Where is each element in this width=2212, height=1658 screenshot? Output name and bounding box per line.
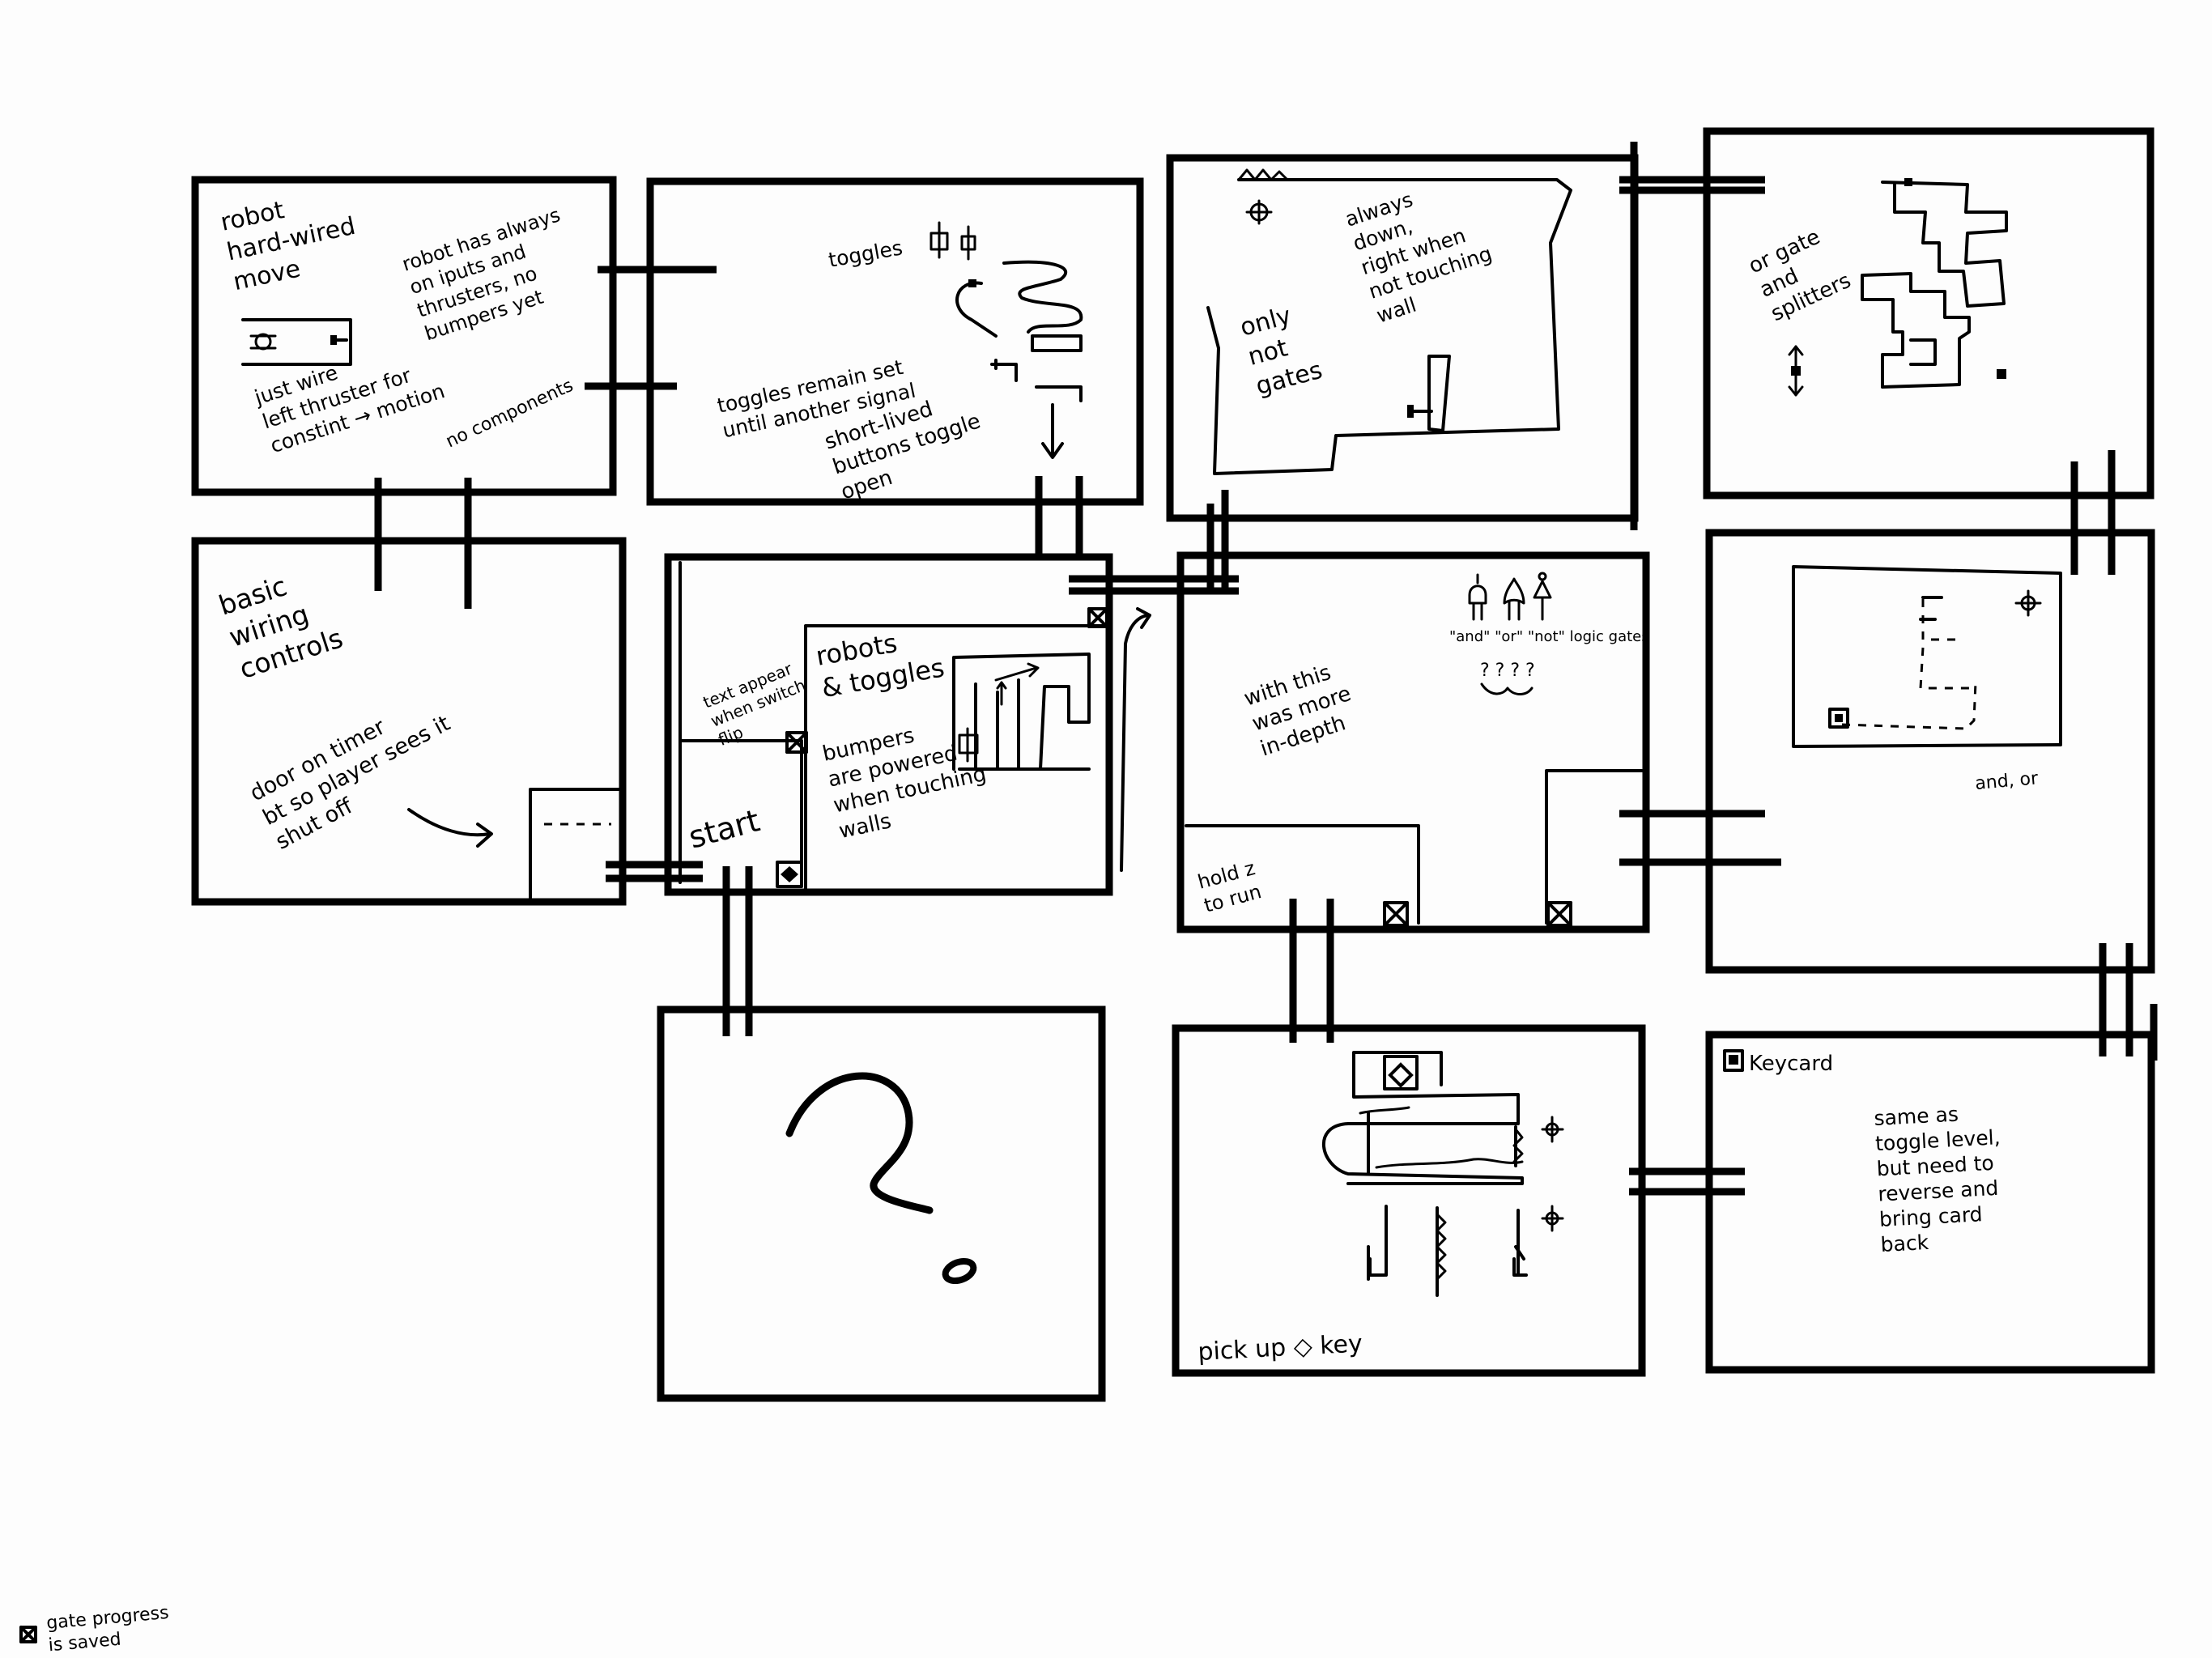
start-inner-walls xyxy=(678,624,1111,892)
logic-gates-walls xyxy=(1185,769,1644,925)
room-basic-wiring-content: basicwiringcontrols door on timerbt so p… xyxy=(215,559,621,900)
room-or-gate xyxy=(1703,127,2155,500)
and-or-inner-room xyxy=(1792,565,2062,748)
not-gate-icon xyxy=(1533,572,1552,621)
toggles-track-sketch xyxy=(1002,260,1083,334)
thruster-icon xyxy=(330,335,348,345)
room-key-content: pick up ◇ key xyxy=(1197,1051,1564,1367)
start-label: start xyxy=(685,802,764,855)
legend: gate progressis saved xyxy=(19,1603,172,1656)
and-or-note: and, or xyxy=(1974,768,2040,794)
keycard-title: Keycard xyxy=(1749,1052,1833,1076)
room-not-gates-content: onlynotgates alwaysdown,right whennot to… xyxy=(1206,168,1572,475)
thruster-icon xyxy=(1407,405,1414,418)
logic-gates-note: with thiswas morein-depth xyxy=(1241,657,1363,761)
room-start-content: start text appearwhen switchflip robots&… xyxy=(678,561,1151,892)
robot-room-title: robothard-wiredmove xyxy=(218,182,364,296)
room-mystery xyxy=(657,1005,1106,1402)
toggles-room-title: toggles xyxy=(827,236,904,272)
not-gates-wall-sketch xyxy=(1206,178,1572,475)
start-note-text: text appearwhen switchflip xyxy=(700,657,816,750)
bumper-icon xyxy=(1541,1205,1564,1232)
splitter-icon xyxy=(1788,345,1804,397)
room-toggles xyxy=(646,177,1144,506)
logic-gates-questions: ? ? ? ? xyxy=(1480,661,1535,681)
and-gate-icon xyxy=(1468,573,1487,621)
bumper-icon xyxy=(2014,589,2042,617)
robot-room-note-right: robot has alwayson iputs andthrusters, n… xyxy=(399,203,585,345)
room-toggles-content: toggles toggles remain setuntil another … xyxy=(715,221,1083,504)
start-maze-sketch xyxy=(952,653,1091,771)
or-gate-maze-sketch xyxy=(1881,181,2008,308)
basic-wiring-note: door on timerbt so player sees itshut of… xyxy=(246,687,467,855)
room-keycard-content: Keycard same astoggle level,but need tor… xyxy=(1723,1049,2006,1256)
question-mark-dot xyxy=(942,1257,977,1285)
gate-box-icon xyxy=(785,731,808,754)
key-room-sketch xyxy=(1322,1051,1524,1185)
robot-icon xyxy=(1245,199,1273,225)
keycard-icon xyxy=(1723,1049,1744,1072)
room-basic-wiring xyxy=(191,537,627,906)
gate-box-icon xyxy=(1383,901,1409,927)
room-robot-hardwired xyxy=(191,176,617,496)
room-or-gate-content: or gateandsplitters xyxy=(1745,178,2008,397)
room-connectors xyxy=(374,142,2158,1196)
toggle-node xyxy=(968,279,976,287)
room-keycard xyxy=(1705,1031,2155,1374)
toggle-switch-icon xyxy=(929,221,976,261)
room-and-or xyxy=(1705,529,2155,974)
robot-icon xyxy=(1828,708,1849,729)
start-note-robots: robots& toggles xyxy=(814,620,946,704)
room-start xyxy=(664,553,1113,896)
legend-note: gate progressis saved xyxy=(45,1603,172,1656)
room-logic-gates-content: "and" "or" "not" logic gates ? ? ? ? wit… xyxy=(1185,572,1649,927)
room-and-or-content: and, or xyxy=(1792,565,2062,794)
room-key xyxy=(1172,1024,1646,1377)
room-robot-hardwired-content: robothard-wiredmove robot has alwayson i… xyxy=(218,182,585,457)
gate-box-icon xyxy=(1087,607,1108,628)
not-gates-note-right: alwaysdown,right whennot touchingwall xyxy=(1342,169,1503,327)
logic-gates-note-hold: hold zto run xyxy=(1195,857,1264,917)
robot-room-note-components: no components xyxy=(443,376,576,453)
robot-icon xyxy=(249,333,277,351)
or-gate-note: or gateandsplitters xyxy=(1745,221,1854,327)
keycard-note: same astoggle level,but need toreverse a… xyxy=(1874,1100,2006,1256)
room-mystery-content xyxy=(785,1072,977,1285)
door-alcove-sketch xyxy=(529,788,621,900)
gate-box-icon xyxy=(19,1626,37,1643)
room-logic-gates xyxy=(1176,551,1650,933)
room-outlines xyxy=(191,127,2155,1402)
diamond-key-icon xyxy=(776,861,803,888)
not-gates-note-left: onlynotgates xyxy=(1237,297,1325,401)
bumper-icon xyxy=(958,727,979,763)
bumper-icon xyxy=(1541,1116,1564,1143)
arrow-to-door xyxy=(407,808,493,848)
logic-gates-legend: "and" "or" "not" logic gates xyxy=(1449,628,1649,645)
basic-wiring-title: basicwiringcontrols xyxy=(215,559,347,685)
or-gate-icon xyxy=(1503,577,1525,621)
question-mark-glyph xyxy=(785,1072,934,1214)
robot-room-sketch xyxy=(241,318,352,366)
diamond-key-icon xyxy=(1388,1062,1414,1088)
key-room-note: pick up ◇ key xyxy=(1197,1329,1363,1367)
gate-box-icon xyxy=(1546,901,1572,927)
